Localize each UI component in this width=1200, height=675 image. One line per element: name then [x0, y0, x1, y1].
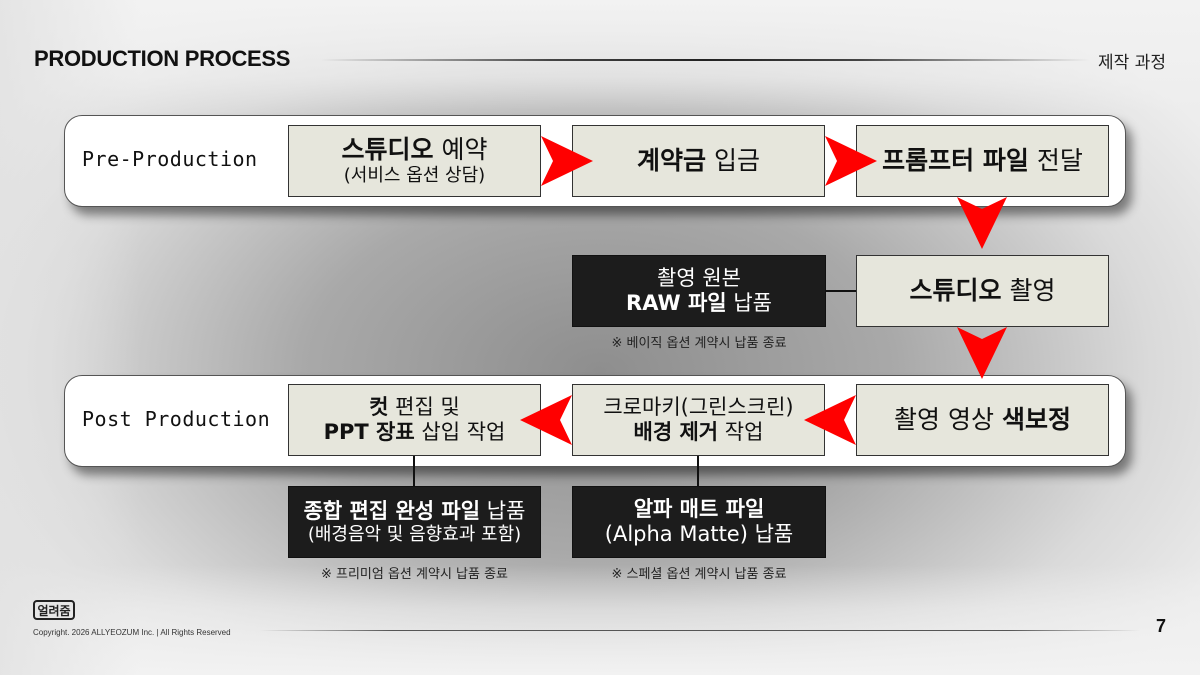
step-studio-reservation: 스튜디오 예약 (서비스 옵션 상담): [288, 125, 541, 197]
step-text: 입금: [706, 146, 760, 175]
connector-line: [413, 456, 415, 486]
pre-production-label: Pre-Production: [82, 147, 258, 171]
deliverable-final-edit: 종합 편집 완성 파일 납품 (배경음악 및 음향효과 포함): [288, 486, 541, 558]
step-text: 촬영: [1001, 276, 1056, 305]
background-left-fade: [0, 0, 140, 675]
connector-line: [826, 290, 856, 292]
step-studio-shooting: 스튜디오 촬영: [856, 255, 1109, 327]
deliverable-bold-text: RAW 파일: [626, 291, 727, 315]
deliverable-text: 납품: [726, 291, 772, 315]
step-bold-text: 컷: [369, 394, 389, 419]
step-subtext: (서비스 옵션 상담): [343, 165, 486, 187]
step-line1: 크로마키(그린스크린): [603, 394, 794, 419]
step-bold-text: 스튜디오: [909, 276, 1002, 305]
step-text: 전달: [1028, 146, 1083, 175]
step-prompter-file: 프롬프터 파일 전달: [856, 125, 1109, 197]
step-bold-text: 색보정: [1001, 405, 1071, 434]
arrow-down-icon: [957, 197, 1007, 249]
step-deposit: 계약금 입금: [572, 125, 825, 197]
arrow-right-icon: [541, 136, 593, 186]
note-special-option: ※ 스페셜 옵션 계약시 납품 종료: [611, 567, 787, 582]
deliverable-line1: 촬영 원본: [657, 265, 741, 290]
note-premium-option: ※ 프리미엄 옵션 계약시 납품 종료: [320, 567, 509, 582]
deliverable-line2: (배경음악 및 음향효과 포함): [307, 523, 522, 545]
arrow-left-icon: [520, 395, 572, 445]
deliverable-bold-text: 알파 매트 파일: [633, 496, 765, 521]
header-divider: [320, 59, 1090, 61]
step-color-correction: 촬영 영상 색보정: [856, 384, 1109, 456]
connector-line: [697, 456, 699, 486]
page-number: 7: [1155, 616, 1166, 636]
deliverable-raw-file: 촬영 원본 RAW 파일 납품: [572, 255, 826, 327]
step-bold-text: 스튜디오: [341, 135, 434, 165]
footer-divider: [260, 630, 1140, 631]
post-production-label: Post Production: [82, 407, 271, 431]
deliverable-line2: (Alpha Matte) 납품: [604, 522, 794, 546]
step-bold-text: 계약금: [637, 146, 707, 175]
step-bold-text: 프롬프터 파일: [882, 146, 1029, 175]
copyright-text: Copyright. 2026 ALLYEOZUM Inc. | All Rig…: [33, 628, 231, 637]
brand-logo: 얼려줌: [33, 600, 75, 620]
deliverable-bold-text: 종합 편집 완성 파일: [303, 498, 481, 523]
step-text: 촬영 영상: [894, 405, 1002, 434]
step-bold-text: PPT 장표: [323, 420, 415, 444]
step-bold-text: 배경 제거: [633, 420, 719, 444]
arrow-left-icon: [804, 395, 856, 445]
page-subtitle: 제작 과정: [1098, 53, 1166, 73]
background-bottom-fade: [0, 565, 1200, 675]
background-top-fade: [0, 0, 1200, 110]
note-basic-option: ※ 베이직 옵션 계약시 납품 종료: [611, 336, 787, 351]
arrow-right-icon: [825, 136, 877, 186]
step-chroma-key: 크로마키(그린스크린) 배경 제거 작업: [572, 384, 825, 456]
step-text: 편집 및: [388, 394, 460, 419]
step-text: 삽입 작업: [414, 420, 506, 444]
page-title: PRODUCTION PROCESS: [34, 46, 291, 71]
arrow-down-icon: [957, 327, 1007, 379]
deliverable-text: 납품: [480, 498, 526, 523]
step-cut-editing: 컷 편집 및 PPT 장표 삽입 작업: [288, 384, 541, 456]
step-text: 예약: [433, 135, 488, 165]
deliverable-alpha-matte: 알파 매트 파일 (Alpha Matte) 납품: [572, 486, 826, 558]
step-text: 작업: [718, 420, 764, 444]
